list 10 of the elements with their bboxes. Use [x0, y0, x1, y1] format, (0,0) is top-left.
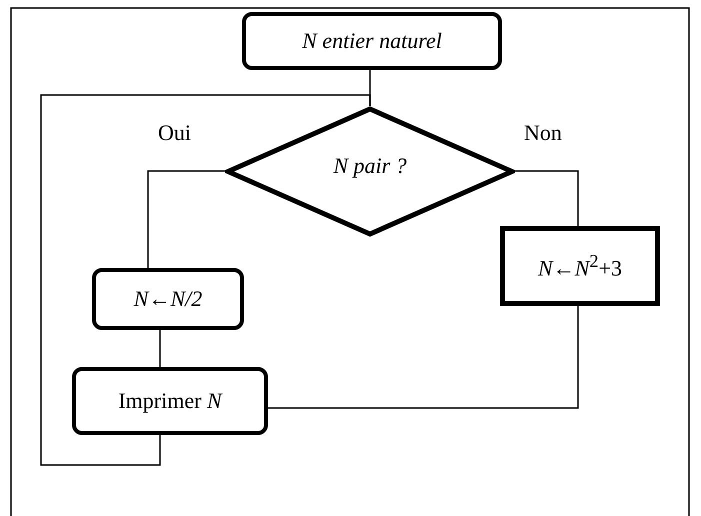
- output-box: Imprimer N: [72, 367, 268, 435]
- connector-line: [40, 94, 371, 466]
- process-box: N←N/2: [92, 268, 244, 330]
- connector-line: [147, 170, 225, 268]
- connector-line: [159, 330, 161, 367]
- decision-diamond: N pair ?: [225, 106, 515, 237]
- process-box: N←N$^{2}$+3: [500, 226, 660, 306]
- connector-line: [268, 306, 579, 409]
- connector-line: [515, 170, 579, 226]
- start-box: N entier naturel: [242, 12, 502, 70]
